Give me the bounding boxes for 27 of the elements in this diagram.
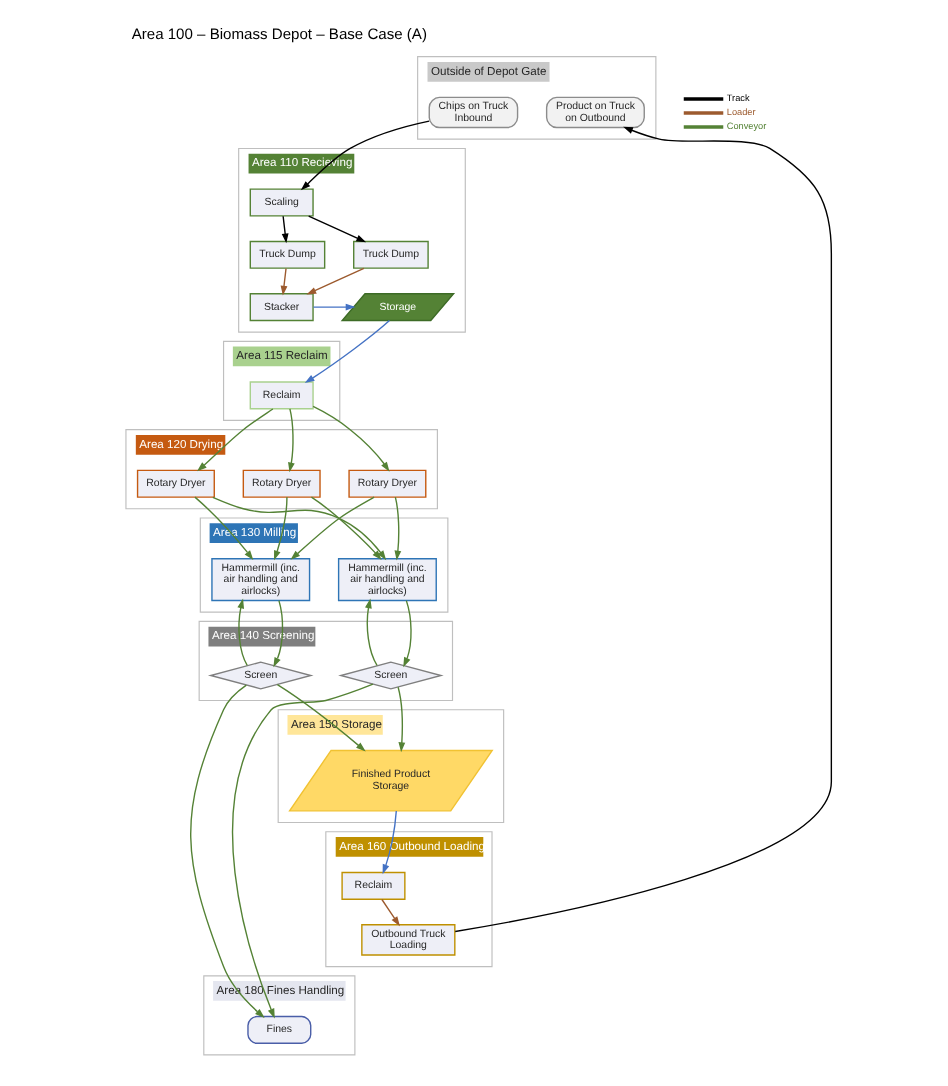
arrow [310,496,382,560]
arrow [237,598,248,666]
arrow [280,267,288,296]
arrow [397,686,406,753]
arrow [273,599,284,668]
arrow [194,496,254,560]
arrow [281,215,289,244]
arrow [454,126,833,933]
arrow [308,215,367,243]
arrow [403,599,412,668]
arrow [312,405,390,472]
arrow [394,496,402,561]
arrow [274,496,288,561]
arrow [304,319,391,384]
arrow [306,267,365,295]
arrow [190,684,265,1018]
arrow [300,120,430,191]
arrow [212,496,387,561]
arrow [232,683,374,1019]
arrow [288,408,295,473]
arrow [290,496,375,560]
arrow [197,408,274,472]
arrow [381,898,400,927]
arrow [312,303,356,311]
arrow [276,684,366,752]
arrow [365,598,378,666]
arrow [382,810,397,875]
